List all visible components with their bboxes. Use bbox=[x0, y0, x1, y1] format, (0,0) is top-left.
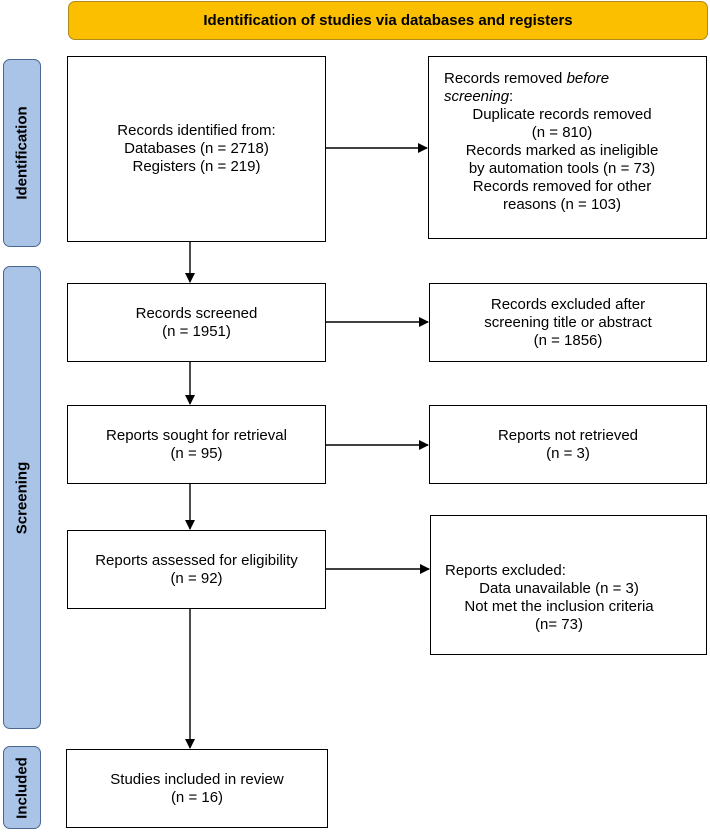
records-removed-heading-line2: screening: bbox=[444, 88, 698, 106]
records-removed-item: (n = 810) bbox=[531, 124, 593, 141]
records-identified-box: Records identified from: Databases (n = … bbox=[67, 56, 326, 242]
records-screened-count: (n = 1951) bbox=[162, 322, 231, 340]
stage-identification: Identification bbox=[3, 59, 41, 247]
stage-screening: Screening bbox=[3, 266, 41, 729]
records-screened-box: Records screened (n = 1951) bbox=[67, 283, 326, 362]
records-removed-heading-italic-screening: screening bbox=[444, 88, 510, 105]
studies-included-count: (n = 16) bbox=[170, 788, 224, 806]
reports-excluded-item: Not met the inclusion criteria bbox=[464, 598, 654, 615]
reports-assessed-count: (n = 92) bbox=[170, 569, 223, 587]
records-excluded-line1: Records excluded after bbox=[490, 295, 646, 313]
records-identified-databases: Databases (n = 2718) bbox=[124, 140, 269, 157]
reports-excluded-item: (n= 73) bbox=[535, 616, 583, 633]
stage-included: Included bbox=[3, 746, 41, 829]
reports-excluded-title: Reports excluded: bbox=[445, 562, 566, 579]
records-screened-title: Records screened bbox=[135, 304, 258, 322]
reports-excluded-item: Data unavailable (n = 3) bbox=[479, 580, 639, 597]
records-excluded-count: (n = 1856) bbox=[533, 331, 603, 349]
banner-title: Identification of studies via databases … bbox=[203, 12, 573, 29]
records-removed-heading-colon: : bbox=[509, 88, 514, 105]
records-excluded-box: Records excluded after screening title o… bbox=[429, 283, 707, 362]
records-removed-item: Duplicate records removed bbox=[472, 106, 652, 123]
reports-sought-count: (n = 95) bbox=[170, 444, 223, 462]
identification-banner: Identification of studies via databases … bbox=[68, 1, 708, 40]
reports-assessed-title: Reports assessed for eligibility bbox=[95, 551, 298, 569]
records-removed-list: Duplicate records removed (n = 810) Reco… bbox=[452, 106, 672, 214]
reports-excluded-box: Reports excluded: Data unavailable (n = … bbox=[430, 515, 707, 655]
reports-assessed-box: Reports assessed for eligibility (n = 92… bbox=[67, 530, 326, 609]
studies-included-title: Studies included in review bbox=[110, 770, 284, 788]
records-identified-registers: Registers (n = 219) bbox=[132, 158, 261, 175]
reports-not-retrieved-count: (n = 3) bbox=[546, 444, 590, 462]
reports-not-retrieved-box: Reports not retrieved (n = 3) bbox=[429, 405, 707, 484]
reports-sought-box: Reports sought for retrieval (n = 95) bbox=[67, 405, 326, 484]
records-removed-item: reasons (n = 103) bbox=[503, 196, 621, 213]
reports-excluded-list: Data unavailable (n = 3) Not met the inc… bbox=[445, 580, 673, 634]
records-removed-item: Records marked as ineligible bbox=[465, 142, 659, 159]
records-removed-heading-italic-before: before bbox=[566, 70, 610, 87]
records-removed-box: Records removed before screening: Duplic… bbox=[428, 56, 707, 239]
records-removed-heading: Records removed before bbox=[444, 70, 698, 88]
records-removed-heading-plain: Records removed bbox=[444, 70, 567, 87]
studies-included-box: Studies included in review (n = 16) bbox=[66, 749, 328, 828]
records-excluded-line2: screening title or abstract bbox=[484, 313, 652, 331]
records-removed-item: Records removed for other bbox=[472, 178, 652, 195]
reports-not-retrieved-title: Reports not retrieved bbox=[497, 426, 639, 444]
reports-sought-title: Reports sought for retrieval bbox=[106, 426, 287, 444]
records-identified-title: Records identified from: bbox=[117, 122, 276, 139]
records-removed-item: by automation tools (n = 73) bbox=[468, 160, 656, 177]
